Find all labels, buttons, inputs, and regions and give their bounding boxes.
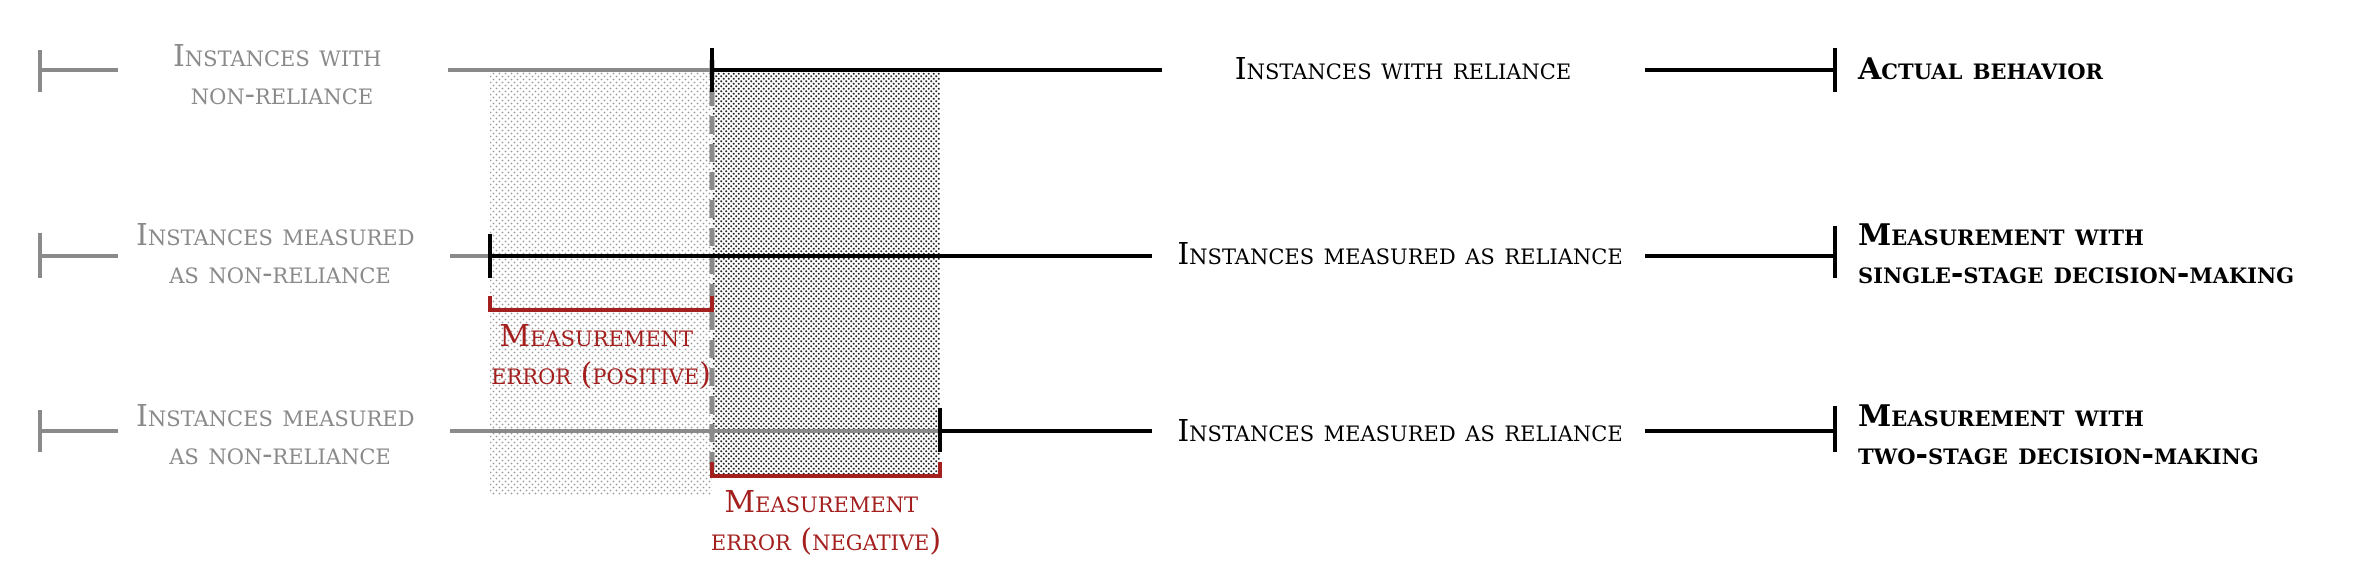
positive-error-label: Measurement error (positive) (491, 319, 711, 392)
negative-error-bracket: Measurement error (negative) (710, 462, 942, 558)
left-label: Instances with non-reliance (173, 39, 391, 112)
negative-error-shading (712, 70, 940, 477)
row-label: Measurement with single-stage decision-m… (1858, 218, 2294, 291)
row-actual-behavior: Instances with non-reliance Instances wi… (38, 39, 2104, 112)
row-single-stage: Instances measured as non-reliance Insta… (38, 218, 2294, 291)
left-label: Instances measured as non-reliance (136, 218, 424, 291)
right-label: Instances measured as reliance (1177, 237, 1622, 272)
right-label: Instances measured as reliance (1177, 414, 1622, 449)
positive-error-bracket: Measurement error (positive) (488, 296, 714, 392)
row-label: Actual behavior (1857, 52, 2104, 87)
right-label: Instances with reliance (1235, 52, 1571, 87)
left-label: Instances measured as non-reliance (136, 399, 424, 472)
row-label: Measurement with two-stage decision-maki… (1858, 399, 2259, 472)
negative-error-label: Measurement error (negative) (711, 485, 941, 558)
positive-error-shading (490, 70, 712, 495)
row-two-stage: Instances measured as non-reliance Insta… (38, 399, 2259, 472)
